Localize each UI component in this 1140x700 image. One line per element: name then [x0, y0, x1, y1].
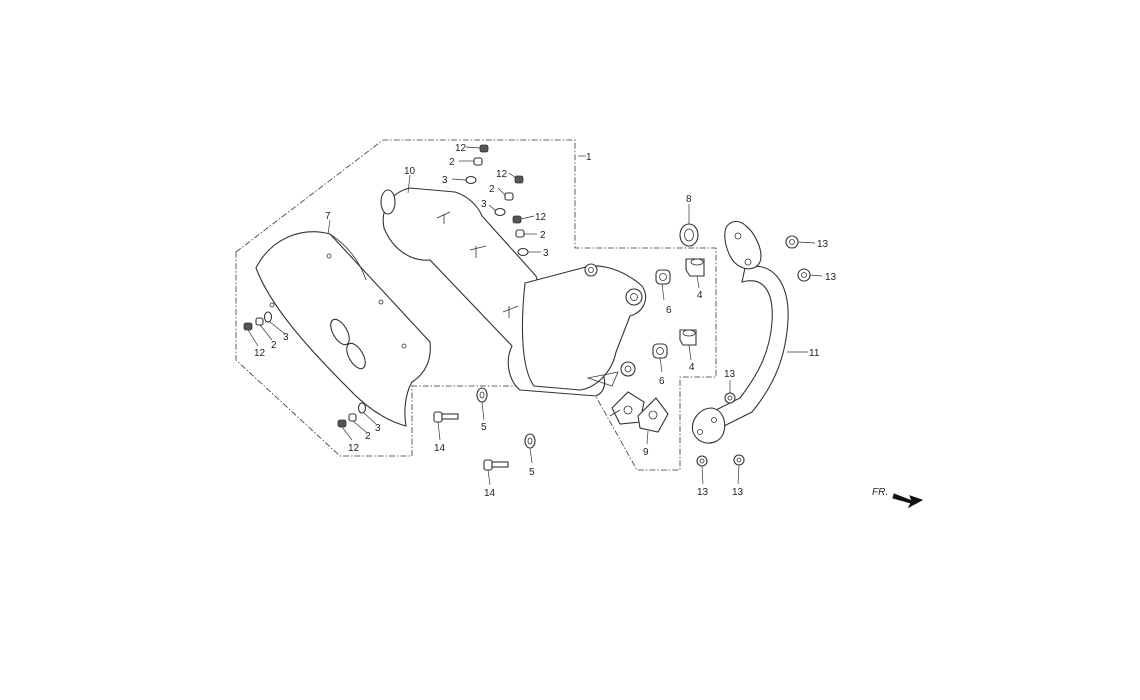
front-direction-label: FR.: [872, 487, 888, 498]
label-bolt-12-e: 12: [348, 443, 360, 454]
label-protector-7: 7: [325, 211, 331, 222]
label-washer-5-b: 5: [529, 467, 535, 478]
label-screw-2-e: 2: [365, 431, 371, 442]
label-rubber-6-b: 6: [659, 376, 665, 387]
label-bolt-12-c: 12: [535, 212, 547, 223]
label-washer-3-e: 3: [375, 423, 381, 434]
label-muffler-10: 10: [404, 166, 416, 177]
label-washer-5-a: 5: [481, 422, 487, 433]
label-screw-2-b: 2: [489, 184, 495, 195]
mount-rubbers: [652, 258, 705, 359]
label-washer-3-a: 3: [442, 175, 448, 186]
label-nut-13-d: 13: [697, 487, 709, 498]
label-screw-2-a: 2: [449, 157, 455, 168]
label-group-1: 1: [586, 152, 592, 163]
arrow-right-icon: [892, 493, 924, 509]
label-collar-4-b: 4: [689, 362, 695, 373]
label-collar-4-a: 4: [697, 290, 703, 301]
label-screw-2-c: 2: [540, 230, 546, 241]
label-gasket-8: 8: [686, 194, 692, 205]
label-bolt-12-a: 12: [455, 143, 467, 154]
label-nut-13-e: 13: [732, 487, 744, 498]
leader-lines: [247, 146, 823, 486]
label-bolt-12-d: 12: [254, 348, 266, 359]
heat-protector: [255, 231, 431, 427]
label-washer-3-b: 3: [481, 199, 487, 210]
label-rubber-6-a: 6: [666, 305, 672, 316]
part-labels: 1 12 2 3 12 2 3 12 2 3 10 7 8 6 4 6 4 11…: [254, 143, 837, 499]
label-nut-13-b: 13: [825, 272, 837, 283]
muffler: [380, 187, 647, 397]
flange-gaskets-9: [609, 391, 669, 433]
assembly-boundary: [235, 139, 717, 471]
label-bolt-14-b: 14: [484, 488, 496, 499]
label-nut-13-c: 13: [724, 369, 736, 380]
label-pipe-11: 11: [809, 348, 820, 359]
label-gasket-9: 9: [643, 447, 649, 458]
gasket-ring-8: [679, 223, 699, 247]
front-direction-indicator: FR.: [872, 487, 924, 509]
label-screw-2-d: 2: [271, 340, 277, 351]
fasteners: [243, 144, 811, 471]
label-bolt-12-b: 12: [496, 169, 508, 180]
exhaust-pipe: [691, 220, 789, 444]
label-washer-3-c: 3: [543, 248, 549, 259]
label-washer-3-d: 3: [283, 332, 289, 343]
label-bolt-14-a: 14: [434, 443, 446, 454]
label-nut-13-a: 13: [817, 239, 829, 250]
